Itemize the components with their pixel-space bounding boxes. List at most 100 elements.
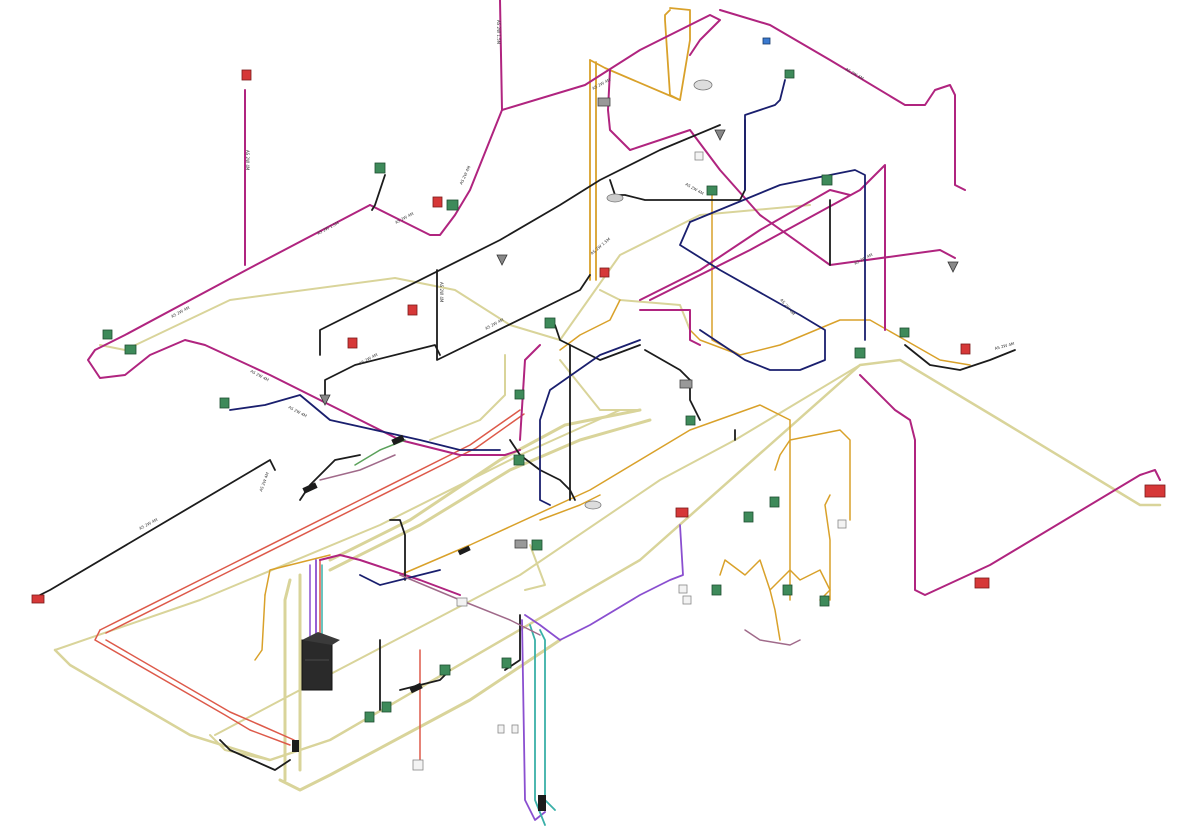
green-connector[interactable] xyxy=(685,415,696,426)
red-connector[interactable] xyxy=(675,507,689,518)
green-connector[interactable] xyxy=(706,185,718,196)
black-wire xyxy=(644,349,691,381)
sensor[interactable] xyxy=(496,254,508,266)
black-wire xyxy=(319,124,721,356)
wire-labels: AS 2W 4M AS 2W 4M AS 2W 1.5M AS 2W 4M AS… xyxy=(138,20,1015,531)
clip[interactable] xyxy=(456,597,468,607)
sensor[interactable] xyxy=(714,129,726,141)
green-connector[interactable] xyxy=(364,711,375,723)
black-connector[interactable] xyxy=(538,795,546,811)
green-connector[interactable] xyxy=(821,174,833,186)
clip[interactable] xyxy=(497,724,505,734)
green-connector[interactable] xyxy=(899,327,910,338)
black-connector[interactable] xyxy=(302,482,318,494)
magenta-harness xyxy=(87,0,1161,596)
magenta-wire xyxy=(649,164,886,331)
green-connector[interactable] xyxy=(819,595,830,607)
bracket[interactable] xyxy=(514,539,528,549)
wire-label: AS 2W 4M xyxy=(288,404,309,418)
clip[interactable] xyxy=(412,759,424,771)
wire-label: AS 2W 4M xyxy=(994,341,1015,351)
green-connector[interactable] xyxy=(219,397,230,409)
bracket[interactable] xyxy=(679,379,693,389)
clip[interactable] xyxy=(682,595,692,605)
green-connector[interactable] xyxy=(784,69,795,79)
black-connector[interactable] xyxy=(292,740,299,752)
clip[interactable] xyxy=(511,724,519,734)
black-wire xyxy=(904,344,1016,371)
green-connector[interactable] xyxy=(501,657,512,669)
green-connector[interactable] xyxy=(769,496,780,508)
navy-wire xyxy=(539,339,641,506)
red-wire xyxy=(105,413,525,634)
orange-wire xyxy=(559,299,621,351)
yellow-wire xyxy=(209,734,271,761)
green-connector[interactable] xyxy=(439,664,451,676)
grommet[interactable] xyxy=(693,79,713,91)
clip[interactable] xyxy=(837,519,847,529)
red-connector[interactable] xyxy=(974,577,990,589)
green-connector[interactable] xyxy=(743,511,754,523)
orange-wire xyxy=(399,404,791,576)
sensor[interactable] xyxy=(947,261,959,273)
sensor[interactable] xyxy=(319,394,331,406)
red-connector[interactable] xyxy=(407,304,418,316)
red-connector[interactable] xyxy=(599,267,610,278)
orange-wire xyxy=(789,419,851,521)
green-connector[interactable] xyxy=(374,162,386,174)
orange-wire xyxy=(589,7,691,101)
clip[interactable] xyxy=(694,151,704,161)
yellow-wire xyxy=(328,408,642,562)
ecu-module[interactable] xyxy=(301,632,340,691)
clip[interactable] xyxy=(678,584,688,594)
yellow-wire xyxy=(429,354,506,441)
magenta-wire xyxy=(319,554,461,596)
magenta-wire xyxy=(639,189,851,301)
green-connector[interactable] xyxy=(514,389,525,400)
green-connector[interactable] xyxy=(124,344,137,355)
red-connector[interactable] xyxy=(432,196,443,208)
magenta-wire xyxy=(369,109,503,236)
green-connector[interactable] xyxy=(102,329,113,340)
black-wire xyxy=(39,459,276,596)
orange-wire xyxy=(824,494,831,601)
mauve-wire xyxy=(399,574,541,636)
green-connector[interactable] xyxy=(711,584,722,596)
red-wire xyxy=(99,409,521,631)
green-connector[interactable] xyxy=(513,454,525,466)
red-connector[interactable] xyxy=(347,337,358,349)
black-wire xyxy=(371,174,386,211)
blue-clip[interactable] xyxy=(762,37,771,45)
red-connector[interactable] xyxy=(31,594,45,604)
navy-wire xyxy=(679,221,826,371)
grommet[interactable] xyxy=(606,193,624,203)
yellow-wire xyxy=(599,289,691,331)
black-connector[interactable] xyxy=(409,682,423,694)
red-connector[interactable] xyxy=(241,69,252,81)
black-wire xyxy=(219,739,291,771)
green-connector[interactable] xyxy=(531,539,543,551)
green-connector[interactable] xyxy=(381,701,392,713)
black-connector[interactable] xyxy=(457,545,471,556)
green-connector[interactable] xyxy=(782,584,793,596)
black-connector[interactable] xyxy=(391,434,405,446)
green-connector[interactable] xyxy=(544,317,556,329)
red-connectors xyxy=(31,69,1166,604)
wire-label: AS 2W 4M xyxy=(458,164,471,185)
yellow-wire xyxy=(559,359,641,411)
bracket[interactable] xyxy=(597,97,611,107)
orange-wire xyxy=(664,9,681,101)
black-wire xyxy=(324,344,441,396)
wire-label: AS 2W 1.5M xyxy=(316,220,340,236)
wire-label: AS 2W 4M xyxy=(245,150,250,171)
wire-label: AS 2W 4M xyxy=(439,282,444,303)
navy-wire xyxy=(359,569,441,586)
wire-label: AS 2W 1.5M xyxy=(589,236,611,256)
grommet[interactable] xyxy=(584,500,602,510)
green-connector[interactable] xyxy=(446,199,459,211)
orange-wire xyxy=(769,589,781,641)
green-connector[interactable] xyxy=(854,347,866,359)
wire-label: AS 2W 1.5M xyxy=(496,20,501,45)
red-connector[interactable] xyxy=(1144,484,1166,498)
red-connector[interactable] xyxy=(960,343,971,355)
